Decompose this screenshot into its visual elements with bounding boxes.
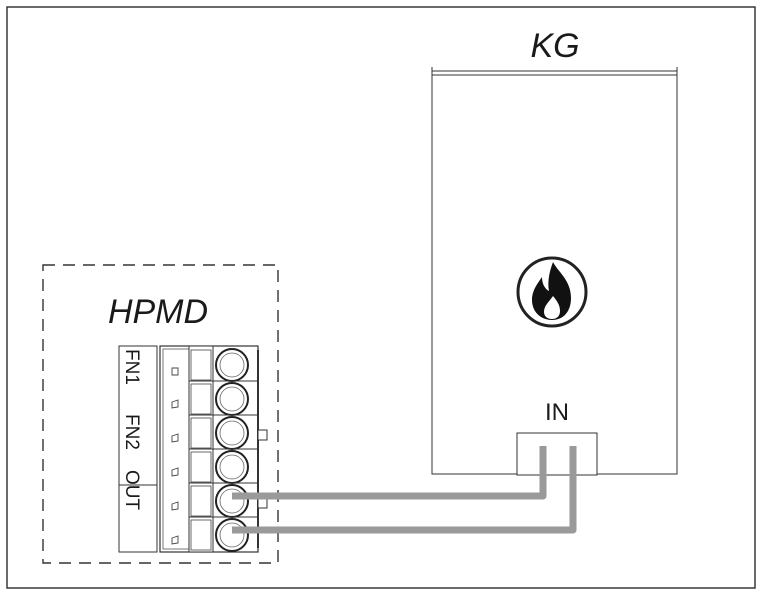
wire-2 bbox=[232, 446, 577, 534]
terminal-label-strip bbox=[118, 345, 158, 553]
boiler-label: KG bbox=[530, 27, 579, 65]
wire-1 bbox=[232, 446, 547, 500]
terminal-1 bbox=[171, 348, 258, 382]
hpmd-label: HPMD bbox=[108, 293, 208, 331]
terminal-label-fn1: FN1 bbox=[121, 349, 142, 385]
inlet-label: IN bbox=[545, 399, 569, 426]
inlet-connector bbox=[516, 432, 598, 476]
terminal-label-out: OUT bbox=[121, 470, 142, 511]
hpmd-module: HPMD FN1 FN2 OUT bbox=[42, 264, 279, 564]
terminal-block bbox=[159, 345, 268, 553]
wiring bbox=[232, 446, 577, 534]
hpmd-dashed-border bbox=[42, 264, 279, 564]
boiler-unit: KG IN bbox=[431, 27, 678, 476]
flame-icon bbox=[516, 256, 588, 328]
terminal-4 bbox=[171, 450, 258, 484]
terminal-label-fn2: FN2 bbox=[121, 414, 142, 450]
terminal-3 bbox=[171, 416, 258, 450]
terminal-2 bbox=[171, 382, 258, 416]
